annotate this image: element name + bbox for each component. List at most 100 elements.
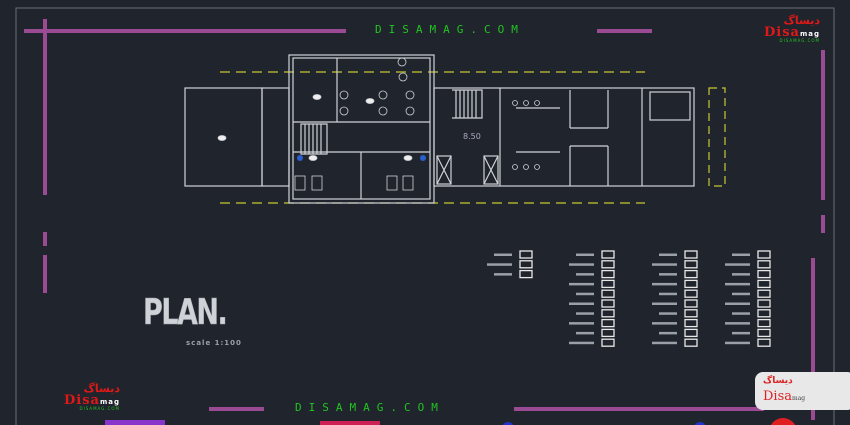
legend-label-mark [725, 263, 750, 266]
legend-label-mark [576, 312, 594, 315]
legend-key-box [684, 328, 698, 338]
legend-key-box [601, 279, 615, 289]
chair-symbol [523, 100, 529, 106]
legend-label-mark [569, 282, 594, 286]
legend-key-box [519, 269, 533, 279]
chair-symbol [534, 100, 540, 106]
legend-key-box [684, 299, 698, 308]
legend-key-box [601, 299, 615, 308]
legend-label-mark [494, 253, 512, 256]
legend-label-mark [659, 312, 677, 315]
legend-key-box [757, 299, 771, 308]
legend-label-mark [652, 322, 677, 325]
legend-label-mark [732, 273, 750, 276]
legend-key-box [684, 260, 698, 269]
light-symbol [403, 155, 413, 161]
legend-key-box [684, 318, 698, 328]
legend-label-mark [569, 322, 594, 325]
legend-label-mark [725, 302, 750, 305]
legend-key-box [757, 328, 771, 338]
legend-label-mark [487, 263, 512, 266]
legend-label-mark [576, 253, 594, 256]
legend-label-mark [576, 273, 594, 276]
bed-symbol [386, 175, 398, 191]
legend-key-box [601, 250, 615, 259]
legend-key-box [601, 289, 615, 298]
table-symbol [398, 72, 408, 82]
legend-label-mark [659, 331, 677, 335]
legend-key-box [757, 338, 771, 347]
table-symbol [378, 106, 388, 116]
legend-key-box [684, 309, 698, 318]
legend-key-box [684, 338, 698, 347]
legend-label-mark [494, 273, 512, 276]
legend-label-mark [732, 253, 750, 256]
bed-symbol [402, 175, 414, 191]
legend-label-mark [659, 253, 677, 256]
legend-key-box [757, 309, 771, 318]
light-symbol [312, 94, 322, 100]
legend-label-mark [732, 292, 750, 296]
chair-symbol [512, 100, 518, 106]
table-symbol [405, 90, 415, 100]
light-symbol [217, 135, 227, 141]
legend-key-box [757, 289, 771, 298]
table-symbol [378, 90, 388, 100]
legend-label-mark [659, 273, 677, 276]
sheet-frame [15, 7, 835, 425]
legend-key-box [757, 250, 771, 259]
legend-key-box [601, 309, 615, 318]
legend-label-mark [569, 302, 594, 305]
legend-key-box [601, 318, 615, 328]
plan-title: PLAN. [143, 292, 228, 334]
logo-badge: دیساگ Disamag [755, 372, 850, 410]
legend-key-box [601, 260, 615, 269]
bed-symbol [311, 175, 323, 191]
chair-symbol [523, 164, 529, 170]
legend-key-box [757, 269, 771, 279]
furniture-symbols [217, 57, 540, 191]
legend-key-box [684, 289, 698, 298]
legend-label-mark [725, 341, 750, 345]
building-outline [184, 54, 726, 204]
column-marker [297, 155, 303, 161]
logo-top-right: دیساگ Disamag DISAMAG.COM [764, 14, 820, 43]
legend-key-box [757, 279, 771, 289]
light-symbol [308, 155, 318, 161]
bed-symbol [294, 175, 306, 191]
legend-key-box [757, 260, 771, 269]
legend-key-box [601, 269, 615, 279]
legend-label-mark [732, 331, 750, 335]
site-url-top: DISAMAG.COM [375, 23, 525, 36]
legend-key-box [757, 318, 771, 328]
table-symbol [339, 90, 349, 100]
legend-key-box [684, 269, 698, 279]
legend-label-mark [725, 322, 750, 325]
legend-label-mark [652, 341, 677, 345]
legend-label-mark [569, 263, 594, 266]
legend-key-box [601, 338, 615, 347]
legend-label-mark [652, 263, 677, 266]
legend-key-box [601, 328, 615, 338]
table-symbol [405, 106, 415, 116]
legend-key-box [684, 250, 698, 259]
legend-key-box [519, 260, 533, 269]
elevation-label: 8.50 [463, 132, 481, 141]
chair-symbol [534, 164, 540, 170]
legend-table [487, 250, 771, 347]
legend-label-mark [652, 282, 677, 286]
legend-label-mark [725, 282, 750, 286]
legend-label-mark [659, 292, 677, 296]
legend-label-mark [652, 302, 677, 305]
legend-label-mark [732, 312, 750, 315]
plan-scale: scale 1:100 [186, 339, 242, 347]
site-url-bottom: DISAMAG.COM [295, 401, 445, 414]
legend-label-mark [576, 331, 594, 335]
legend-key-box [519, 250, 533, 259]
table-symbol [339, 106, 349, 116]
table-symbol [397, 57, 407, 67]
chair-symbol [512, 164, 518, 170]
legend-label-mark [576, 292, 594, 296]
